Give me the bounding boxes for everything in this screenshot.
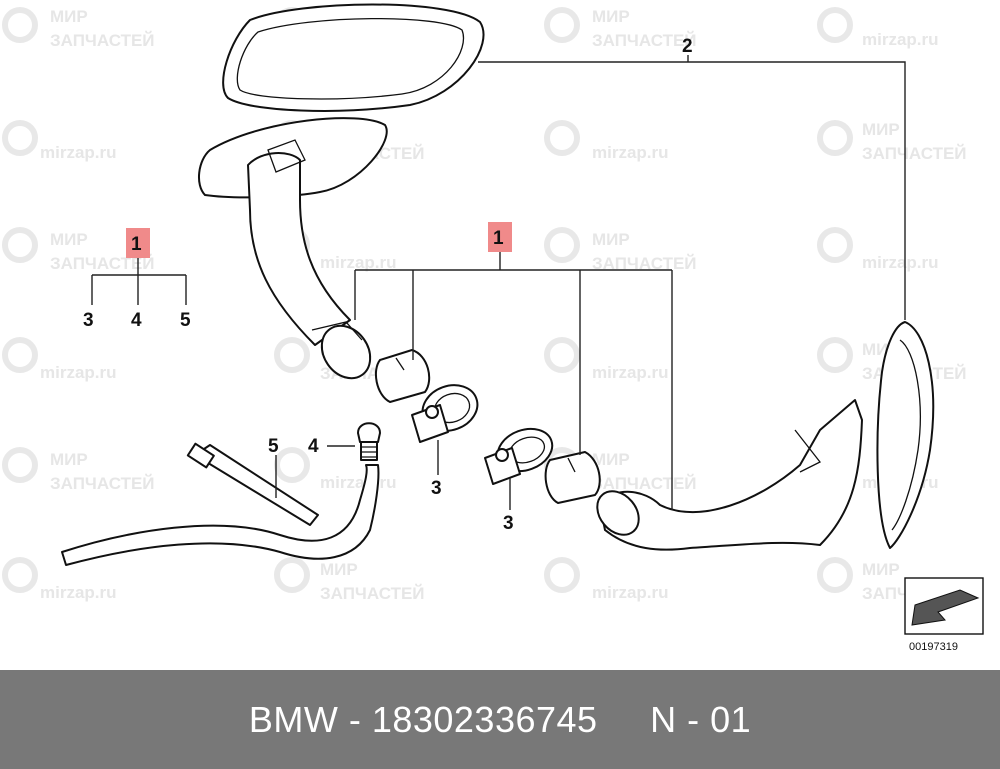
footer-revision: N - 01 (650, 698, 752, 740)
highlight-box-left (126, 228, 150, 258)
callout-part-3-center: 3 (503, 513, 514, 534)
callout-labels: 1 3 4 5 1 2 3 3 4 5 (83, 36, 693, 534)
callout-group-center: 1 (493, 228, 504, 249)
expansion-plug (357, 422, 381, 461)
hose-clamp-left (411, 384, 479, 443)
coupling-sleeve-left (374, 349, 431, 403)
footer-part-number: 18302336745 (371, 698, 598, 740)
callout-group-left: 1 (131, 234, 142, 255)
reference-box: 00197319 (904, 577, 984, 653)
highlight-box-center (488, 222, 512, 252)
callout-sub-4: 4 (131, 310, 142, 331)
watermark-line2: ЗАПЧАСТЕЙ (50, 474, 155, 493)
footer-separator: - (338, 698, 372, 740)
air-duct-left (198, 117, 388, 380)
footer-spacer (598, 699, 651, 741)
watermark-line1: МИР (320, 560, 358, 579)
arrow-icon (911, 589, 980, 626)
coupling-sleeve-right (544, 451, 601, 504)
leader-lines (91, 55, 906, 510)
exploded-parts-diagram: МИР ЗАПЧАСТЕЙ МИР ЗАПЧАСТЕЙ mirzap.ru mi… (2, 3, 984, 653)
watermark-line2: ЗАПЧАСТЕЙ (592, 31, 697, 50)
watermark-line2: ЗАПЧАСТЕЙ (862, 144, 967, 163)
watermark-line2: ЗАПЧАСТЕЙ (592, 474, 697, 493)
cable-tie (186, 442, 319, 526)
callout-part-2: 2 (682, 36, 693, 57)
trim-frame-upper (222, 3, 485, 112)
watermark-line1: МИР (862, 560, 900, 579)
callout-part-5: 5 (268, 436, 279, 457)
watermark-line1: МИР (50, 7, 88, 26)
watermark-line1: МИР (862, 120, 900, 139)
watermark-line2: ЗАПЧАСТЕЙ (592, 254, 697, 273)
callout-sub-3: 3 (83, 310, 94, 331)
watermark-line1: МИР (50, 230, 88, 249)
callout-part-3-left: 3 (431, 478, 442, 499)
drain-hose (61, 464, 380, 566)
watermark-domain: mirzap.ru (862, 253, 939, 272)
footer-brand: BMW (248, 698, 339, 740)
watermark-line2: ЗАПЧАСТЕЙ (50, 31, 155, 50)
watermark-line2: ЗАПЧАСТЕЙ (50, 254, 155, 273)
watermark-line1: МИР (50, 450, 88, 469)
footer-bar: BMW - 18302336745 N - 01 (0, 670, 1000, 769)
watermark-domain: mirzap.ru (592, 363, 669, 382)
reference-number: 00197319 (909, 641, 958, 653)
watermark-domain: mirzap.ru (320, 253, 397, 272)
watermark-domain: mirzap.ru (40, 143, 117, 162)
watermark-line1: МИР (592, 450, 630, 469)
air-duct-right (596, 399, 863, 551)
watermark-line1: МИР (592, 7, 630, 26)
watermark-domain: mirzap.ru (592, 583, 669, 602)
watermark-domain: mirzap.ru (40, 583, 117, 602)
callout-sub-5: 5 (180, 310, 191, 331)
watermark-domain: mirzap.ru (320, 473, 397, 492)
watermark-domain: mirzap.ru (40, 363, 117, 382)
watermark-line2: ЗАПЧАСТЕЙ (320, 584, 425, 603)
watermark-domain: mirzap.ru (592, 143, 669, 162)
callout-part-4: 4 (308, 436, 319, 457)
trim-frame-right (876, 321, 935, 549)
hose-clamp-center (484, 427, 554, 485)
watermark-line1: МИР (592, 230, 630, 249)
watermark-domain: mirzap.ru (862, 30, 939, 49)
